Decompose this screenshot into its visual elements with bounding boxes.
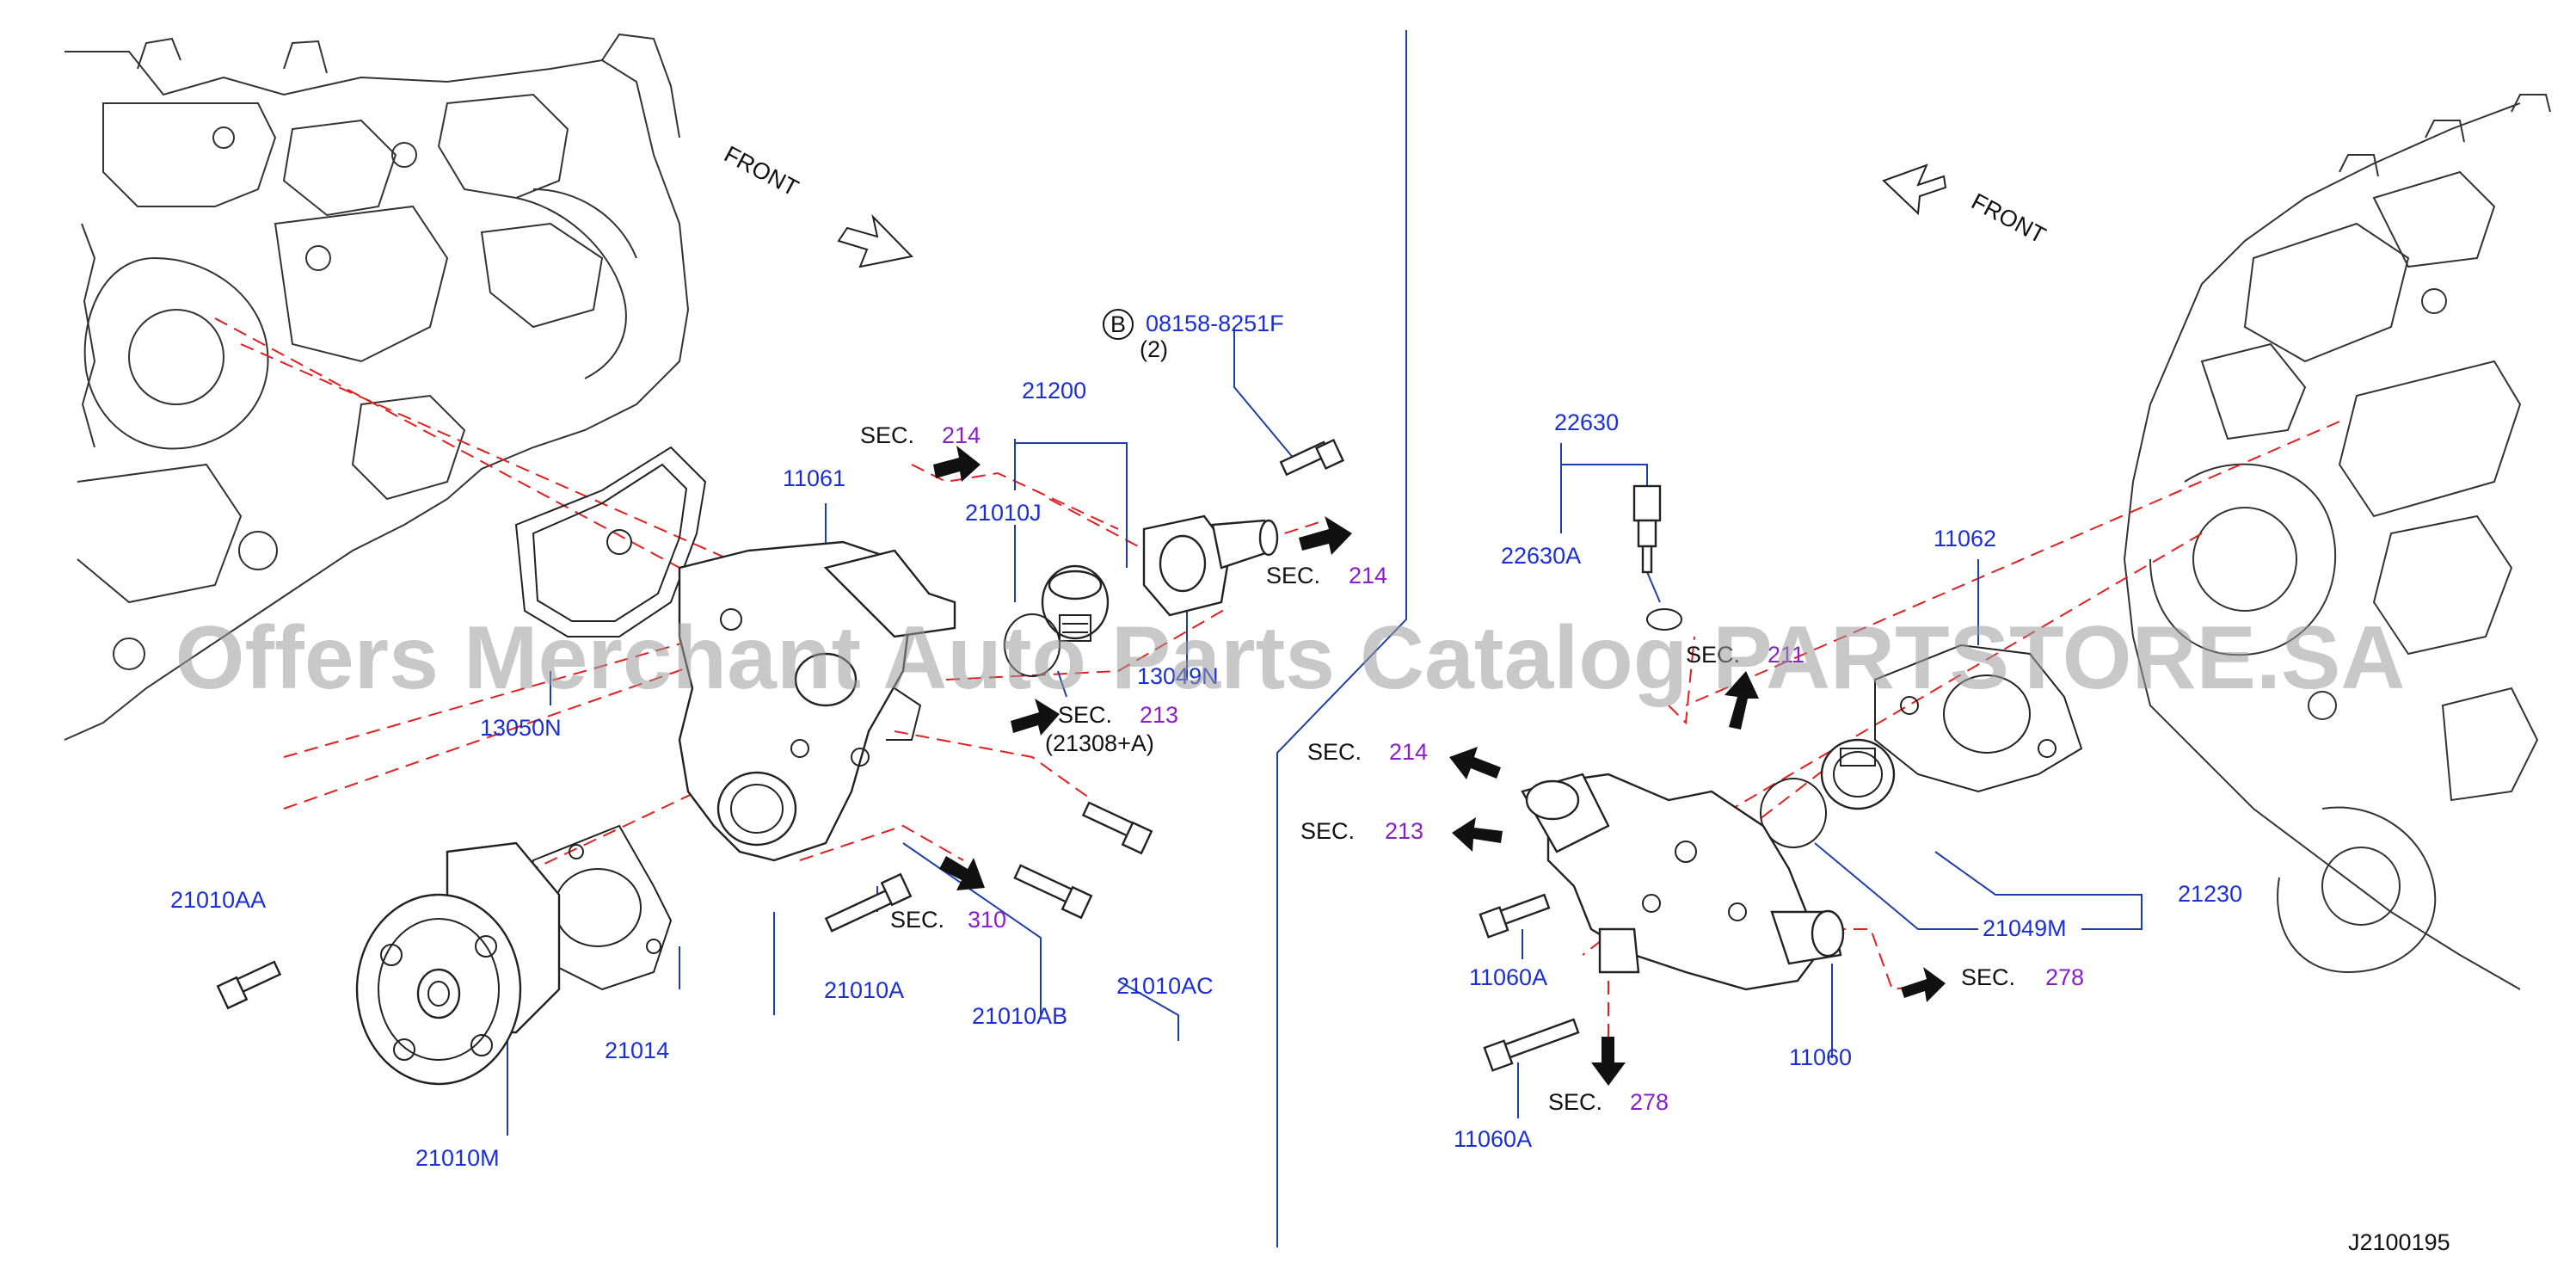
sec-ref-214-a[interactable]: SEC. 214 xyxy=(860,422,981,448)
part-label-11060[interactable]: 11060 xyxy=(1789,1044,1852,1070)
bolt-symbol: B xyxy=(1103,309,1134,340)
diagram-code: J2100195 xyxy=(2348,1229,2450,1255)
gasket-11062 xyxy=(1874,644,2083,793)
bolt-21010A xyxy=(824,872,913,933)
thermostat-21230 xyxy=(1820,738,1896,810)
svg-text:SEC.: SEC. xyxy=(1961,964,2015,990)
thermostat-21200 xyxy=(1041,564,1110,642)
part-label-21010M[interactable]: 21010M xyxy=(415,1145,500,1171)
part-label-21230[interactable]: 21230 xyxy=(2178,881,2242,907)
part-label-21010AA[interactable]: 21010AA xyxy=(170,887,266,913)
bolt-symbol-letter: B xyxy=(1110,311,1126,337)
sec-ref-214-c[interactable]: SEC. 214 xyxy=(1307,739,1428,765)
engine-block-right xyxy=(2123,94,2551,990)
svg-text:SEC.: SEC. xyxy=(1058,702,1112,728)
front-arrow-left xyxy=(837,213,914,268)
svg-text:SEC.: SEC. xyxy=(1307,739,1362,765)
sec-ref-278-b[interactable]: SEC. 278 xyxy=(1548,1089,1669,1115)
sec-ref-214-b[interactable]: SEC. 214 xyxy=(1266,563,1387,588)
part-label-08158[interactable]: 08158-8251F xyxy=(1146,311,1284,336)
sec-ref-213-a[interactable]: SEC. 213 xyxy=(1058,702,1178,728)
svg-text:214: 214 xyxy=(1389,739,1428,765)
water-outlet-21200 xyxy=(1142,514,1279,617)
o-ring-21010J xyxy=(1004,613,1061,677)
water-outlet-11060 xyxy=(1521,773,1845,991)
svg-text:213: 213 xyxy=(1385,818,1423,844)
svg-text:278: 278 xyxy=(2045,964,2084,990)
svg-text:SEC.: SEC. xyxy=(860,422,914,448)
watermark: Offers Merchant Auto Parts Catalog PARTS… xyxy=(175,608,2406,708)
part-label-21049M[interactable]: 21049M xyxy=(1983,915,2067,941)
bolt-11060A-upper xyxy=(1479,893,1551,939)
water-inlet-housing-11061 xyxy=(678,540,956,862)
part-label-21200[interactable]: 21200 xyxy=(1022,378,1086,403)
part-label-22630A[interactable]: 22630A xyxy=(1501,543,1581,569)
part-label-21014[interactable]: 21014 xyxy=(605,1038,669,1063)
sec-ref-310[interactable]: SEC. 310 xyxy=(890,907,1006,933)
svg-text:310: 310 xyxy=(968,907,1006,933)
svg-text:SEC.: SEC. xyxy=(1686,642,1740,668)
part-label-21010J[interactable]: 21010J xyxy=(965,500,1042,526)
part-label-13050N[interactable]: 13050N xyxy=(480,715,562,741)
part-label-11060A-lower[interactable]: 11060A xyxy=(1454,1126,1532,1152)
part-label-11062[interactable]: 11062 xyxy=(1934,526,1996,551)
part-label-11060A-upper[interactable]: 11060A xyxy=(1469,964,1547,990)
sec-ref-278-a[interactable]: SEC. 278 xyxy=(1961,964,2084,990)
part-label-21308: (21308+A) xyxy=(1045,730,1154,756)
section-arrows xyxy=(933,446,1946,1086)
bolt-21010AC xyxy=(1081,801,1153,855)
o-ring-21049M xyxy=(1760,778,1827,848)
svg-text:214: 214 xyxy=(942,422,981,448)
svg-text:213: 213 xyxy=(1140,702,1178,728)
svg-text:SEC.: SEC. xyxy=(1548,1089,1602,1115)
front-label-left: FRONT xyxy=(720,141,802,201)
bolt-11060A-lower xyxy=(1483,1018,1580,1072)
svg-text:214: 214 xyxy=(1349,563,1387,588)
sec-ref-211[interactable]: SEC. 211 xyxy=(1686,642,1804,668)
sec-ref-213-b[interactable]: SEC. 213 xyxy=(1300,818,1423,844)
o-ring-22630A xyxy=(1646,608,1682,631)
engine-block-left xyxy=(64,33,690,741)
front-label-right: FRONT xyxy=(1967,188,2050,249)
svg-text:278: 278 xyxy=(1630,1089,1669,1115)
panel-divider xyxy=(1276,30,1407,1247)
water-pump-21010M xyxy=(355,841,561,1086)
part-label-21010A[interactable]: 21010A xyxy=(824,977,904,1003)
part-label-08158-qty: (2) xyxy=(1140,336,1168,362)
svg-text:SEC.: SEC. xyxy=(1300,818,1355,844)
part-label-11061[interactable]: 11061 xyxy=(783,465,845,491)
part-label-13049[interactable]: 13049N xyxy=(1137,663,1219,689)
front-arrow-right xyxy=(1882,163,1947,216)
bolt-21010AB xyxy=(1013,864,1093,920)
part-label-22630[interactable]: 22630 xyxy=(1554,410,1619,435)
bolt-08158 xyxy=(1279,438,1345,477)
sensor-22630 xyxy=(1632,484,1662,574)
svg-text:SEC.: SEC. xyxy=(890,907,944,933)
svg-text:SEC.: SEC. xyxy=(1266,563,1320,588)
svg-text:211: 211 xyxy=(1768,642,1804,668)
part-label-21010AC[interactable]: 21010AC xyxy=(1116,973,1214,999)
part-label-21010AB[interactable]: 21010AB xyxy=(972,1003,1067,1029)
bolt-21010AA xyxy=(216,960,282,1010)
